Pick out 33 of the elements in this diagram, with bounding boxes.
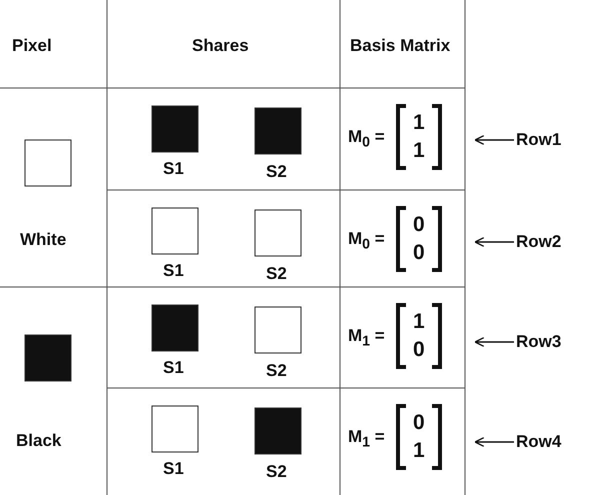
arrow — [474, 436, 514, 448]
arrow — [474, 236, 514, 248]
row-label: Row3 — [516, 333, 562, 350]
share-label: S1 — [163, 262, 184, 279]
matrix-name: M$_{0}$ = — [348, 230, 385, 252]
matrix-name: M$_{0}$ = — [348, 128, 385, 150]
row-label: Row1 — [516, 131, 562, 148]
matrix-value: 1 — [413, 311, 425, 332]
matrix-value: 1 — [413, 440, 425, 461]
column-header: Basis Matrix — [350, 37, 450, 54]
matrix-value: 0 — [413, 412, 425, 433]
share-label: S1 — [163, 460, 184, 477]
matrix-value: 0 — [413, 339, 425, 360]
share-label: S2 — [266, 362, 287, 379]
row-header: Black — [16, 432, 62, 449]
matrix-value: 1 — [413, 112, 425, 133]
share-label: S2 — [266, 265, 287, 282]
arrow — [474, 134, 514, 146]
arrow — [474, 336, 514, 348]
row-header: White — [20, 231, 66, 248]
row-label: Row2 — [516, 233, 562, 250]
column-header: Pixel — [12, 37, 52, 54]
matrix-value: 0 — [413, 242, 425, 263]
share-label: S2 — [266, 463, 287, 480]
share-label: S2 — [266, 163, 287, 180]
matrix-name: M$_{1}$ = — [348, 327, 385, 349]
share-label: S1 — [163, 160, 184, 177]
row-label: Row4 — [516, 433, 562, 450]
share-label: S1 — [163, 359, 184, 376]
matrix-value: 0 — [413, 214, 425, 235]
matrix-value: 1 — [413, 140, 425, 161]
matrix-name: M$_{1}$ = — [348, 428, 385, 450]
column-header: Shares — [192, 37, 249, 54]
